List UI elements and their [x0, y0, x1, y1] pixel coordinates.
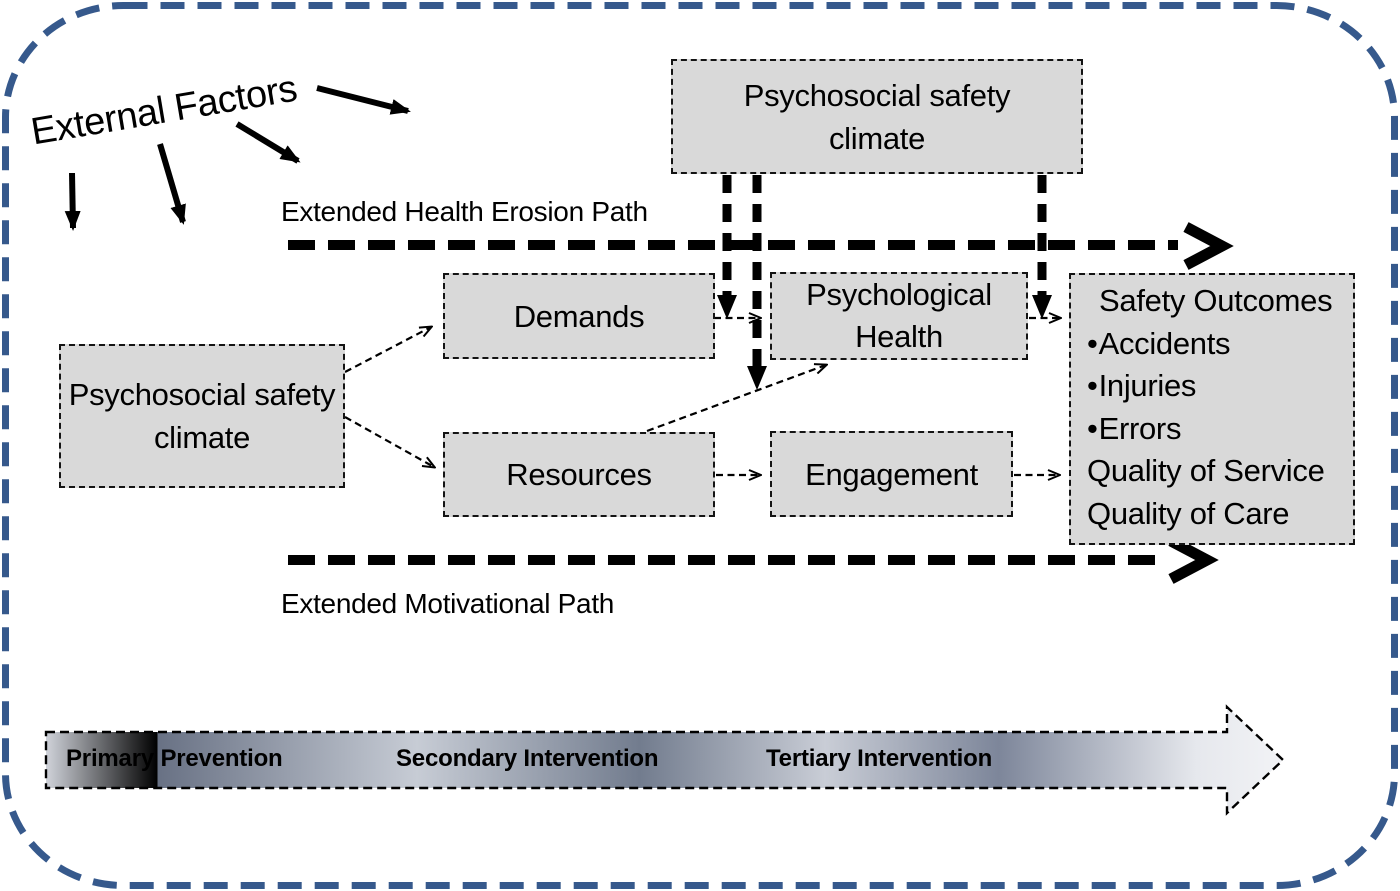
safety-outcome-quality-service: Quality of Service: [1087, 453, 1325, 488]
health-erosion-path-arrow: [288, 222, 1234, 270]
safety-outcome-bullet-errors: Errors: [1087, 408, 1182, 451]
psych-health-line1: Psychological: [806, 277, 992, 312]
psc-top-line1: Psychosocial safety: [743, 77, 1011, 113]
engagement-box: Engagement: [770, 431, 1013, 517]
psc-top-line2: climate: [828, 120, 926, 156]
psc-top-box: Psychosocial safety climate: [671, 59, 1083, 174]
resources-label: Resources: [506, 457, 652, 492]
safety-outcomes-title: Safety Outcomes: [1099, 283, 1333, 318]
psychological-health-box: Psychological Health: [770, 272, 1028, 360]
demands-box: Demands: [443, 273, 715, 359]
psc-moderation-drops: [722, 175, 1047, 366]
external-arrow-down: [64, 172, 81, 231]
psc-left-box: Psychosocial safety climate: [59, 344, 345, 488]
external-factors-arrows: [64, 85, 411, 231]
arrow-psc-to-demands: [344, 327, 431, 373]
stage-secondary-intervention: Secondary Intervention: [396, 745, 659, 772]
external-arrow-right: [316, 85, 411, 115]
safety-outcome-bullet-injuries: Injuries: [1087, 365, 1197, 408]
psc-drop-arrowheads: [717, 295, 1052, 390]
stage-primary-prevention: Primary Prevention: [66, 745, 283, 772]
safety-outcome-quality-care: Quality of Care: [1087, 495, 1290, 531]
psych-health-line2: Health: [855, 319, 943, 354]
arrow-psc-to-resources: [344, 416, 434, 467]
intervention-timeline-arrow: [44, 704, 1285, 816]
relation-arrows: [344, 318, 1060, 475]
external-arrow-steep: [157, 143, 186, 225]
psc-left-line2: climate: [153, 420, 251, 455]
engagement-label: Engagement: [805, 456, 978, 492]
health-erosion-path-label: Extended Health Erosion Path: [281, 196, 648, 227]
psc-left-line1: Psychosocial safety: [68, 377, 336, 412]
motivational-path-label: Extended Motivational Path: [281, 588, 615, 619]
motivational-path-arrow: [288, 536, 1219, 584]
resources-box: Resources: [443, 432, 715, 517]
external-arrow-downright: [235, 121, 301, 164]
arrow-resources-to-health: [646, 365, 826, 433]
safety-outcome-bullet-accidents: Accidents: [1087, 323, 1231, 366]
demands-label: Demands: [513, 298, 645, 334]
safety-outcomes-box: Safety Outcomes Accidents Injuries Error…: [1069, 273, 1355, 545]
stage-tertiary-intervention: Tertiary Intervention: [766, 745, 993, 772]
